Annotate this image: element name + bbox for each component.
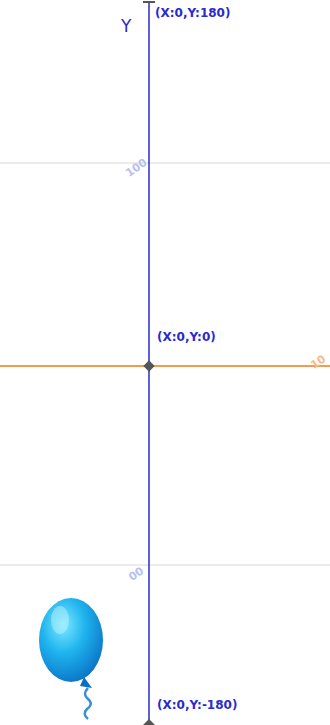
origin-dot [143, 360, 154, 371]
axis-tick [143, 1, 155, 3]
grid-line [0, 565, 330, 566]
scale-number: 100 [123, 156, 149, 180]
coordinate-label: (X:0,Y:0) [157, 330, 216, 344]
grid-line [0, 163, 330, 164]
axis-label: Y [121, 16, 131, 36]
x-axis [0, 365, 330, 367]
coordinate-label: (X:0,Y:180) [155, 6, 230, 20]
coordinate-label: (X:0,Y:-180) [157, 698, 237, 712]
scale-number: 00 [126, 564, 146, 583]
axis-tick [143, 719, 155, 725]
balloon-sprite [39, 598, 103, 719]
scale-number: 10 [308, 352, 328, 371]
